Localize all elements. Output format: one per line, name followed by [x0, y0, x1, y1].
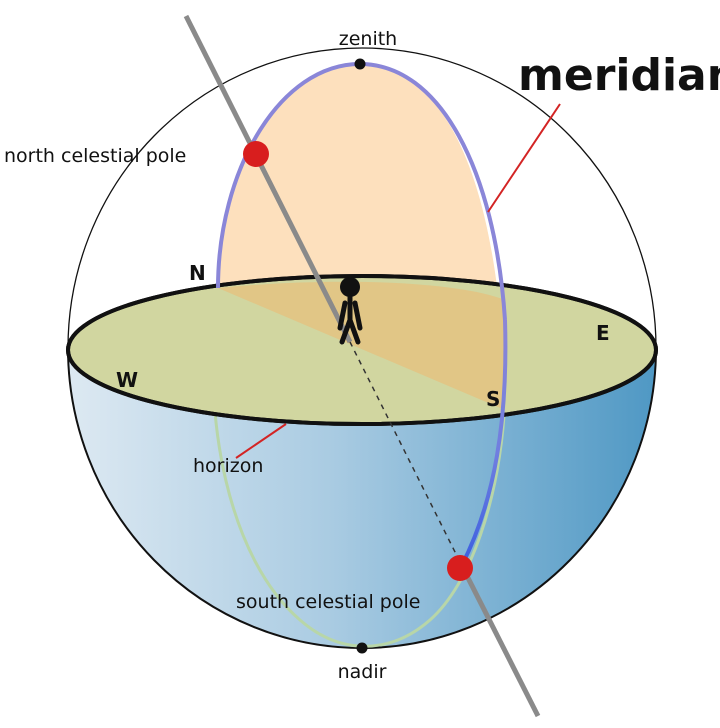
direction-east-label: E	[596, 321, 610, 345]
direction-west-label: W	[116, 368, 138, 392]
celestial-axis-lower	[459, 564, 541, 718]
direction-north-label: N	[189, 261, 206, 285]
direction-south-label: S	[486, 387, 500, 411]
celestial-sphere-outline	[67, 47, 657, 349]
celestial-axis-hidden	[349, 341, 463, 567]
nadir-label: nadir	[338, 661, 387, 683]
south-celestial-pole-label: south celestial pole	[236, 591, 420, 613]
meridian-arc-lower	[460, 319, 508, 566]
south-celestial-pole-marker	[447, 555, 473, 581]
north-celestial-pole-label: north celestial pole	[4, 145, 186, 167]
meridian-pointer	[487, 103, 561, 213]
zenith-point	[354, 58, 366, 70]
lower-meridian-arc	[211, 287, 507, 648]
meridian-horizon-slice	[218, 281, 505, 410]
horizon-pointer	[235, 423, 287, 459]
nadir-point	[356, 642, 368, 654]
zenith-label: zenith	[339, 28, 397, 50]
observer-figure	[337, 277, 363, 345]
horizon-label: horizon	[193, 455, 263, 477]
meridian-label: meridian	[518, 50, 720, 101]
celestial-axis-upper	[183, 14, 353, 344]
north-celestial-pole-marker	[243, 141, 269, 167]
